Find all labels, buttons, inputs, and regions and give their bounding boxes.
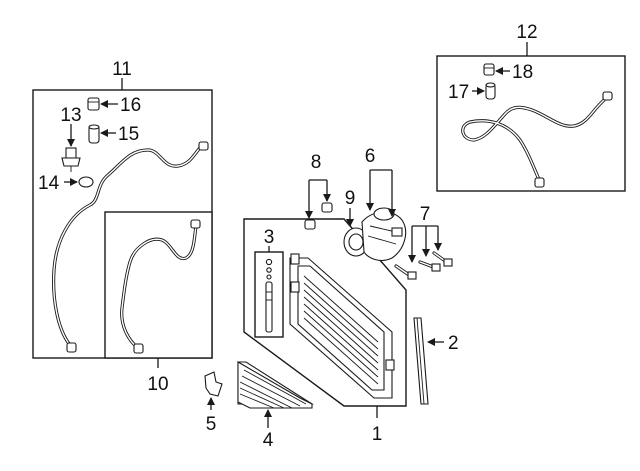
hose-box-10 xyxy=(104,211,213,368)
compressor-6 xyxy=(343,207,407,261)
callout-6: 6 xyxy=(365,146,376,167)
seal-strip-2 xyxy=(413,317,429,405)
condenser-assembly-1 xyxy=(243,218,407,418)
callout-2: 2 xyxy=(448,333,459,354)
screen-4 xyxy=(237,361,314,409)
callout-5: 5 xyxy=(206,414,217,435)
pressure-sensor-13 xyxy=(61,147,81,172)
callout-10: 10 xyxy=(147,374,168,395)
callout-9: 9 xyxy=(345,188,356,209)
callout-14: 14 xyxy=(38,173,60,194)
callout-17: 17 xyxy=(448,82,469,103)
o-ring-14 xyxy=(78,176,94,188)
callout-labels: 11 13 16 15 14 10 12 18 17 8 6 9 7 3 2 1… xyxy=(38,22,538,451)
callout-1: 1 xyxy=(372,424,383,445)
condenser-core xyxy=(289,253,395,399)
callout-16: 16 xyxy=(120,95,141,116)
cap-17 xyxy=(485,82,496,100)
callout-8: 8 xyxy=(311,152,322,173)
cap-16 xyxy=(87,97,100,111)
callout-11: 11 xyxy=(112,59,132,80)
callout-3: 3 xyxy=(264,227,275,248)
callout-12: 12 xyxy=(516,22,537,43)
cap-15 xyxy=(88,124,100,144)
hose-box-12 xyxy=(436,42,626,192)
cap-18 xyxy=(483,63,495,76)
callout-7: 7 xyxy=(420,204,431,225)
caps-8 xyxy=(304,202,333,230)
callout-18: 18 xyxy=(512,62,533,83)
leader-lines xyxy=(64,67,510,428)
drier-kit-3 xyxy=(254,251,284,338)
bracket-5 xyxy=(204,371,223,397)
callout-15: 15 xyxy=(118,124,139,145)
bolts-7 xyxy=(394,251,453,280)
callout-4: 4 xyxy=(263,430,274,451)
callout-13: 13 xyxy=(60,105,81,126)
